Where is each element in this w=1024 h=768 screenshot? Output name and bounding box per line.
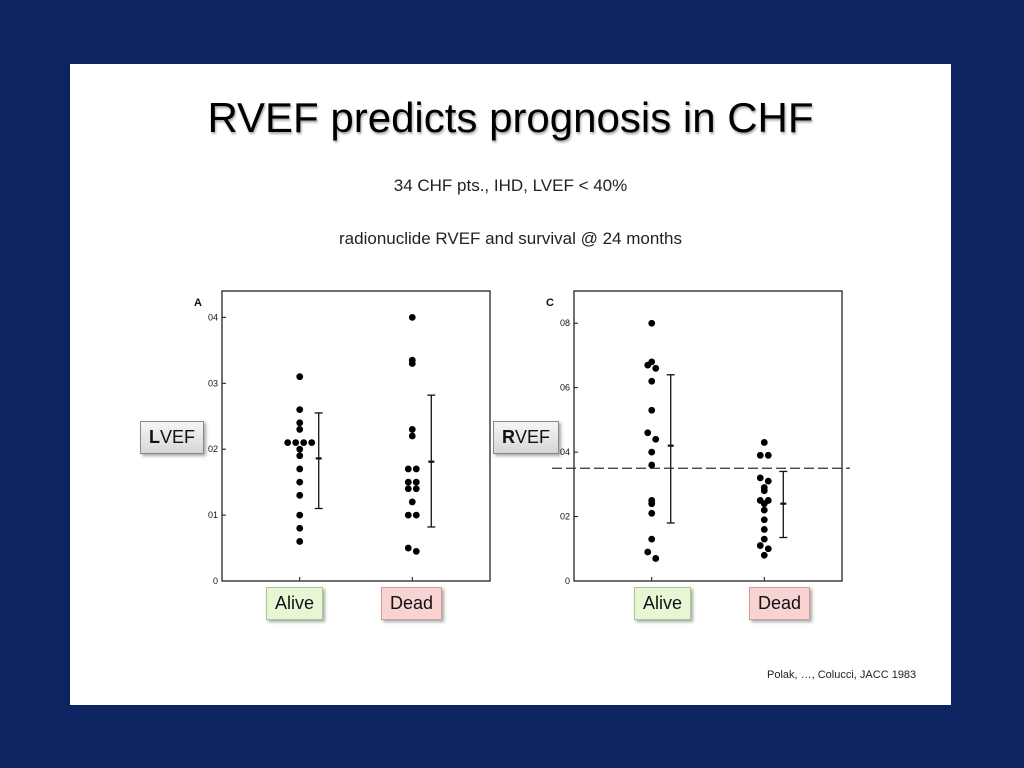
data-point-dead: [760, 516, 768, 524]
y-tick-label: 02: [560, 512, 570, 522]
data-point-dead: [404, 485, 412, 493]
data-point-alive: [296, 426, 304, 433]
data-point-dead: [760, 526, 768, 533]
data-point-alive: [644, 361, 652, 369]
data-point-dead: [760, 506, 768, 514]
plot-frame: [573, 290, 843, 582]
citation: Polak, …, Colucci, JACC 1983: [767, 669, 917, 681]
data-point-alive: [648, 448, 656, 456]
data-point-alive: [296, 452, 304, 460]
y-tick-label: 01: [208, 510, 218, 520]
data-point-alive: [296, 538, 304, 545]
data-point-alive: [296, 406, 304, 414]
data-point-dead: [764, 545, 772, 553]
data-point-alive: [648, 377, 656, 385]
y-tick-label: 02: [208, 444, 218, 454]
data-point-alive: [296, 491, 304, 499]
data-point-dead: [404, 465, 412, 473]
data-point-alive: [648, 500, 656, 508]
y-tick-label: 0: [565, 576, 570, 586]
data-point-dead: [760, 439, 768, 446]
data-point-alive: [648, 509, 656, 517]
lvef-tag: LVEF: [140, 421, 205, 454]
data-point-dead: [760, 551, 768, 559]
data-point-dead: [412, 485, 420, 493]
data-point-alive: [644, 429, 652, 437]
data-point-dead: [408, 426, 416, 433]
data-point-alive: [648, 406, 656, 414]
rvef-tag: RVEF: [493, 421, 560, 454]
data-point-dead: [756, 451, 764, 459]
slide-title: RVEF predicts prognosis in CHF: [207, 94, 814, 141]
y-tick-label: 03: [208, 378, 218, 388]
data-point-dead: [408, 360, 416, 367]
data-point-dead: [404, 511, 412, 519]
slide: RVEF predicts prognosis in CHF 34 CHF pt…: [70, 64, 951, 705]
data-point-dead: [412, 478, 420, 486]
rvef-dead-tag: Dead: [749, 587, 811, 620]
data-point-alive: [296, 524, 304, 532]
y-tick-label: 0: [213, 576, 218, 586]
plot-frame: [221, 290, 491, 582]
data-point-alive: [308, 439, 316, 446]
lvef-dead-tag: Dead: [381, 587, 443, 620]
y-tick-label: 04: [560, 447, 570, 457]
lvef-alive-tag: Alive: [266, 587, 324, 620]
data-point-dead: [764, 477, 772, 485]
data-point-alive: [296, 419, 304, 427]
data-point-alive: [292, 439, 300, 446]
data-point-dead: [412, 511, 420, 519]
rvef-alive-tag: Alive: [634, 587, 692, 620]
data-point-dead: [756, 474, 764, 482]
lvef-chart: A 0 01 02 03 04: [194, 290, 491, 586]
data-point-alive: [300, 439, 308, 446]
data-point-dead: [412, 465, 420, 473]
data-point-dead: [408, 313, 416, 321]
data-point-dead: [404, 478, 412, 486]
data-point-dead: [404, 544, 412, 552]
data-point-dead: [760, 500, 768, 508]
data-point-dead: [760, 535, 768, 543]
data-point-alive: [296, 511, 304, 519]
study-description-text: radionuclide RVEF and survival @ 24 mont…: [339, 229, 682, 248]
y-tick-label: 04: [208, 312, 218, 322]
data-point-alive: [648, 319, 656, 327]
data-point-dead: [756, 542, 764, 549]
data-point-alive: [296, 478, 304, 486]
data-point-dead: [764, 451, 772, 459]
data-point-alive: [296, 465, 304, 473]
rvef-chart: C 0 02 04 06 08: [546, 290, 850, 586]
data-point-alive: [644, 548, 652, 556]
data-point-alive: [652, 555, 660, 562]
data-point-alive: [296, 373, 304, 381]
panel-label: A: [194, 297, 202, 309]
data-point-alive: [652, 364, 660, 372]
data-point-alive: [652, 435, 660, 443]
data-point-alive: [648, 461, 656, 469]
study-population-text: 34 CHF pts., IHD, LVEF < 40%: [393, 176, 628, 195]
data-point-dead: [760, 487, 768, 495]
data-point-dead: [408, 432, 416, 440]
data-point-alive: [284, 439, 292, 446]
y-tick-label: 06: [560, 383, 570, 393]
panel-label: C: [546, 297, 554, 309]
data-point-alive: [296, 445, 304, 453]
data-point-dead: [408, 498, 416, 506]
data-point-dead: [412, 547, 420, 555]
y-tick-label: 08: [560, 318, 570, 328]
data-point-alive: [648, 535, 656, 543]
